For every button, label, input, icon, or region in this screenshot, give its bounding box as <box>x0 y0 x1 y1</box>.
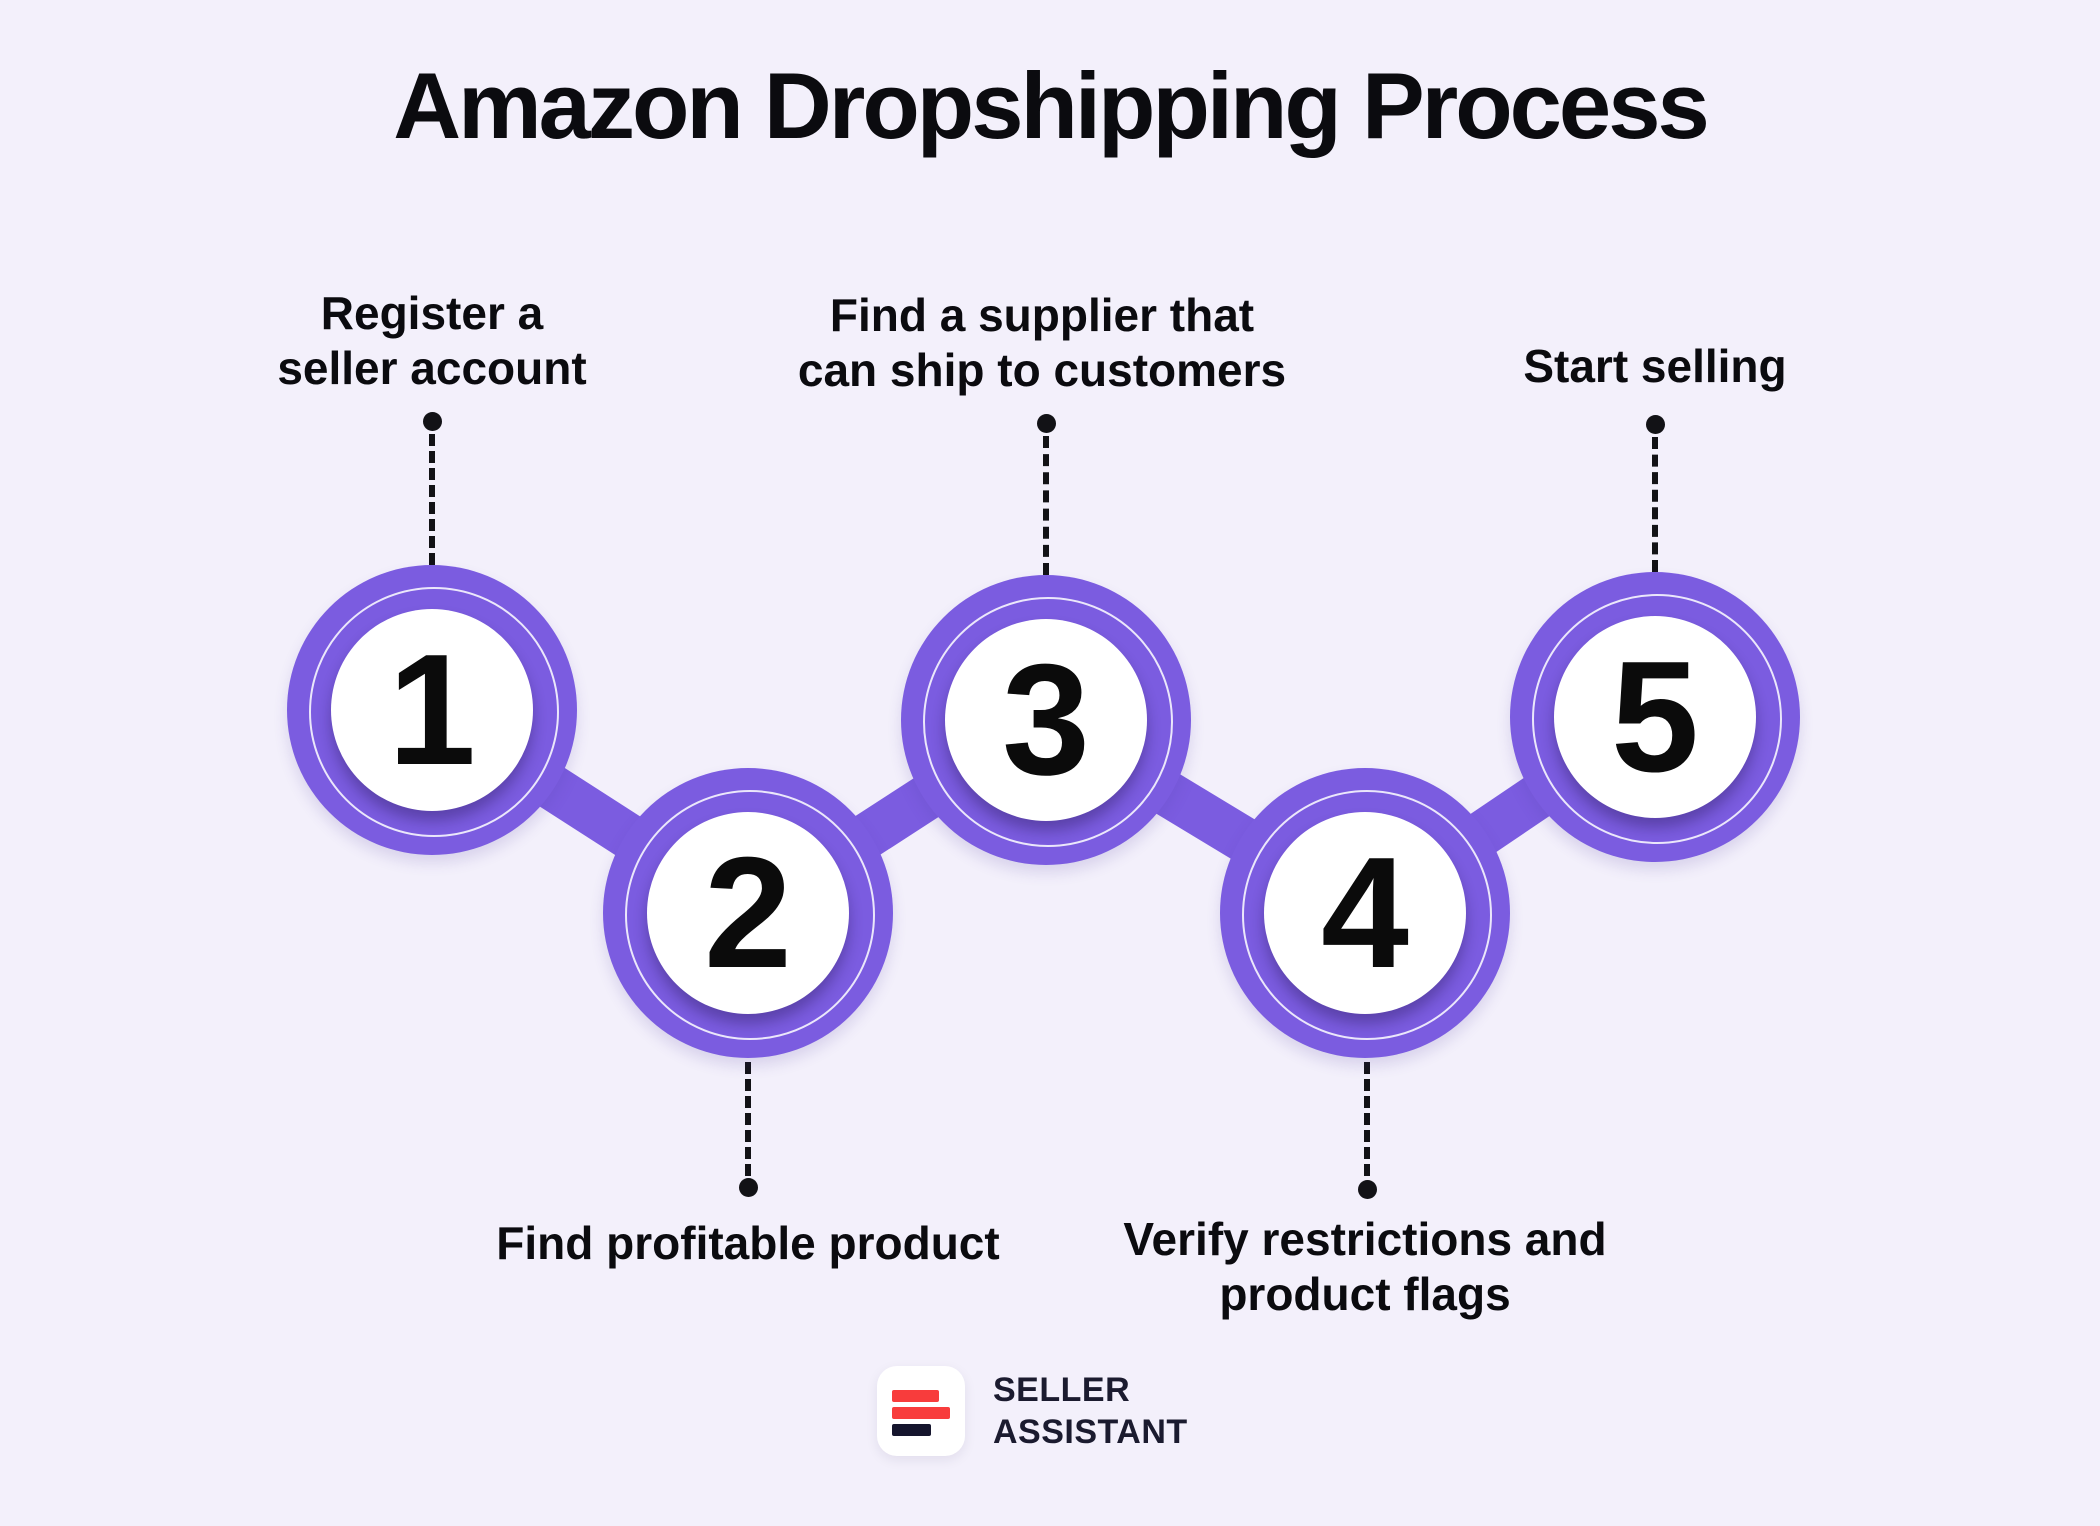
logo-bar-top <box>892 1390 939 1402</box>
step-3-label-line-1: Find a supplier that <box>829 289 1255 341</box>
step-4-circle: 4 <box>1220 768 1510 1058</box>
step-4-circle-hairline <box>1242 790 1492 1040</box>
logo-wordmark-line-1: SELLER <box>993 1371 1131 1409</box>
step-1-leader-dot <box>423 412 442 431</box>
step-5-label: Start selling <box>1415 339 1895 394</box>
seller-assistant-logo: SELLER ASSISTANT <box>877 1366 1188 1456</box>
step-3-label-line-2: can ship to customers <box>797 344 1287 396</box>
step-5-leader-dot <box>1646 415 1665 434</box>
step-2-leader-line <box>745 1062 751 1176</box>
step-2-number: 2 <box>704 825 792 1001</box>
step-1-label-line-1: Register a <box>320 287 544 339</box>
logo-wordmark: SELLER ASSISTANT <box>993 1369 1188 1453</box>
step-1-leader-line <box>429 434 435 565</box>
logo-bar-middle <box>892 1407 950 1419</box>
three-bars-logo-icon <box>877 1366 965 1456</box>
step-3-leader-line <box>1043 436 1049 575</box>
logo-bar-bottom <box>892 1424 931 1436</box>
step-4-leader-line <box>1364 1062 1370 1176</box>
step-5-leader-line <box>1652 437 1658 572</box>
step-1-label-line-2: seller account <box>277 342 587 394</box>
step-2-label-line-1: Find profitable product <box>496 1217 1000 1269</box>
page-title: Amazon Dropshipping Process <box>393 53 1710 158</box>
step-5-circle-hairline <box>1532 594 1782 844</box>
step-4-circle-inner: 4 <box>1264 812 1466 1014</box>
step-4-label-line-2: product flags <box>1219 1268 1511 1320</box>
step-5-circle: 5 <box>1510 572 1800 862</box>
step-1-circle-hairline <box>309 587 559 837</box>
step-4-label-line-1: Verify restrictions and <box>1123 1213 1607 1265</box>
step-5-number: 5 <box>1611 629 1699 805</box>
step-3-label: Find a supplier that can ship to custome… <box>722 288 1362 398</box>
step-1-number: 1 <box>388 622 476 798</box>
step-5-label-line-1: Start selling <box>1523 340 1787 392</box>
step-2-circle: 2 <box>603 768 893 1058</box>
logo-wordmark-line-2: ASSISTANT <box>993 1413 1188 1451</box>
step-4-leader-dot <box>1358 1180 1377 1199</box>
step-3-leader-dot <box>1037 414 1056 433</box>
step-2-leader-dot <box>739 1178 758 1197</box>
step-3-number: 3 <box>1002 632 1090 808</box>
step-2-label: Find profitable product <box>398 1216 1098 1271</box>
step-3-circle-hairline <box>923 597 1173 847</box>
step-2-circle-inner: 2 <box>647 812 849 1014</box>
step-1-label: Register a seller account <box>192 286 672 396</box>
step-3-circle: 3 <box>901 575 1191 865</box>
step-5-circle-inner: 5 <box>1554 616 1756 818</box>
step-1-circle-inner: 1 <box>331 609 533 811</box>
step-4-number: 4 <box>1321 825 1409 1001</box>
step-2-circle-hairline <box>625 790 875 1040</box>
step-4-label: Verify restrictions and product flags <box>1045 1212 1685 1322</box>
step-1-circle: 1 <box>287 565 577 855</box>
step-3-circle-inner: 3 <box>945 619 1147 821</box>
